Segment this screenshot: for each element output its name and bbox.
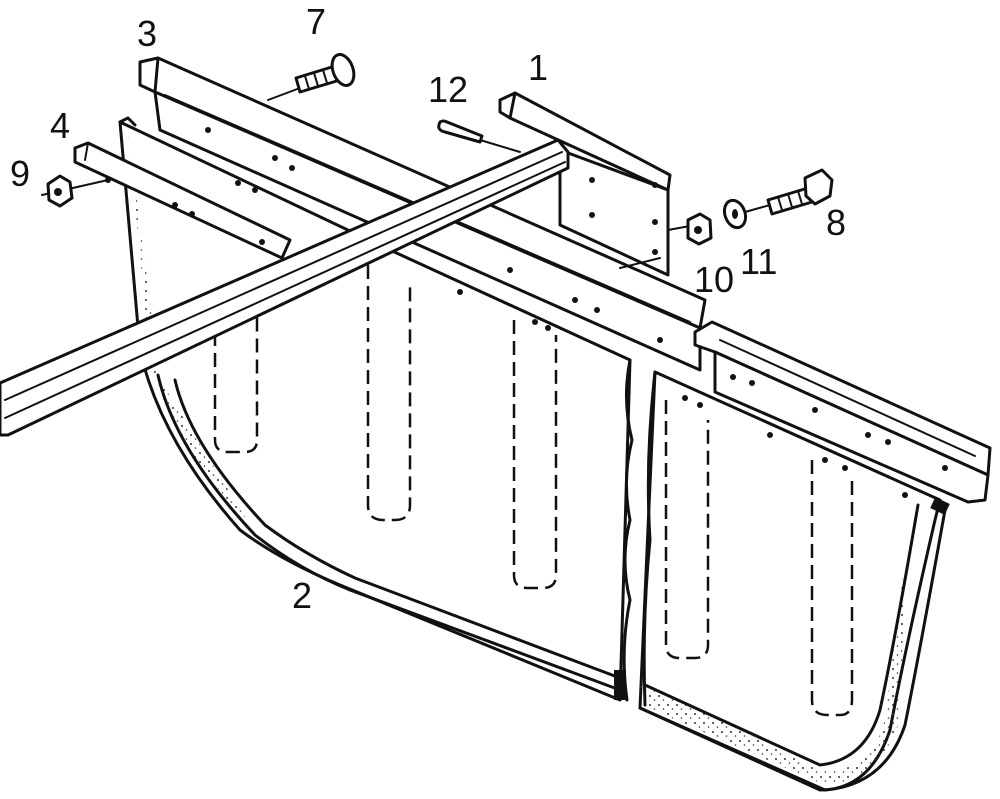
- label-part-4: 4: [50, 105, 71, 146]
- nut-9-icon: [46, 174, 74, 208]
- label-part-2: 2: [292, 575, 313, 616]
- nut-10-icon: [686, 212, 713, 246]
- label-part-9: 9: [10, 153, 31, 194]
- cotter-pin-12-icon: [437, 119, 484, 144]
- label-part-7: 7: [306, 1, 327, 42]
- label-part-3: 3: [137, 13, 158, 54]
- cross-bar: [0, 138, 570, 437]
- washer-11-icon: [722, 198, 748, 230]
- label-part-12: 12: [428, 69, 469, 110]
- bolt-8-icon: [766, 168, 834, 216]
- label-part-11: 11: [740, 241, 778, 282]
- label-part-10: 10: [694, 259, 735, 300]
- right-panel: [638, 370, 950, 792]
- rail-right: [693, 320, 992, 504]
- right-panel-slots: [664, 400, 854, 717]
- left-panel-slots: [213, 265, 558, 590]
- mounting-holes: [105, 127, 948, 498]
- bolt-7-icon: [294, 53, 356, 94]
- bracket-1: [498, 91, 672, 277]
- label-part-1: 1: [528, 47, 549, 88]
- strip-4: [73, 141, 292, 260]
- label-part-8: 8: [826, 202, 847, 243]
